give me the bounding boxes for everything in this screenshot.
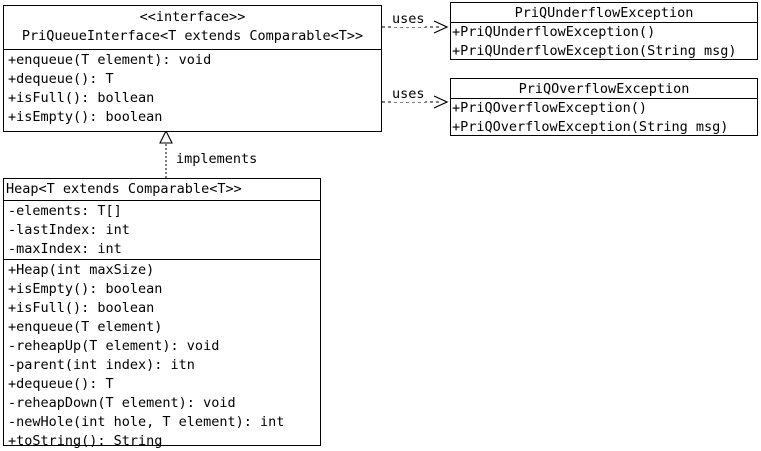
edge-label-uses-overflow: uses (392, 86, 425, 102)
class-box-priqoverflowexception[interactable]: PriQOverflowException +PriQOverflowExcep… (450, 78, 758, 136)
operation-row: +PriQOverflowException(String msg) (452, 119, 729, 135)
edge-label-implements: implements (176, 151, 258, 167)
class-box-priqunderflowexception[interactable]: PriQUnderflowException +PriQUnderflowExc… (450, 2, 758, 60)
operation-row: +enqueue(T element) (8, 319, 163, 335)
operation-row: +dequeue(): T (8, 376, 114, 392)
class-name: PriQOverflowException (518, 81, 690, 97)
class-attributes-heap: -elements: T[] -lastIndex: int -maxIndex… (4, 201, 320, 259)
operation-row: +PriQUnderflowException() (452, 24, 656, 40)
operation-row: +toString(): String (8, 433, 163, 449)
class-operations-priqueueinterface: +enqueue(T element): void +dequeue(): T … (4, 50, 381, 131)
attribute-row: -lastIndex: int (8, 222, 130, 238)
class-name: PriQUnderflowException (514, 5, 694, 21)
attribute-row: -maxIndex: int (8, 241, 122, 257)
operation-row: +Heap(int maxSize) (8, 262, 155, 278)
operation-row: +dequeue(): T (8, 71, 114, 87)
class-operations-priqunderflowexception: +PriQUnderflowException() +PriQUnderflow… (451, 23, 757, 60)
class-operations-heap: +Heap(int maxSize) +isEmpty(): boolean +… (4, 259, 320, 449)
class-header-priqoverflowexception: PriQOverflowException (451, 79, 757, 99)
operation-row: +isEmpty(): boolean (8, 109, 163, 125)
operation-row: +PriQUnderflowException(String msg) (452, 43, 737, 59)
operation-row: +PriQOverflowException() (452, 100, 648, 116)
class-name: PriQueueInterface<T extends Comparable<T… (21, 28, 364, 44)
class-operations-priqoverflowexception: +PriQOverflowException() +PriQOverflowEx… (451, 99, 757, 136)
operation-row: +isEmpty(): boolean (8, 281, 163, 297)
attribute-row: -elements: T[] (8, 203, 122, 219)
operation-row: -parent(int index): itn (8, 357, 195, 373)
operation-row: -newHole(int hole, T element): int (8, 414, 285, 430)
operation-row: -reheapDown(T element): void (8, 395, 236, 411)
operation-row: -reheapUp(T element): void (8, 338, 220, 354)
edge-label-uses-underflow: uses (392, 11, 425, 27)
class-header-priqueueinterface: <<interface>> PriQueueInterface<T extend… (4, 6, 381, 50)
class-header-priqunderflowexception: PriQUnderflowException (451, 3, 757, 23)
operation-row: +enqueue(T element): void (8, 52, 212, 68)
class-name: Heap<T extends Comparable<T>> (6, 181, 242, 197)
edge-implements (159, 129, 173, 178)
operation-row: +isFull(): boolean (8, 300, 155, 316)
class-box-heap[interactable]: Heap<T extends Comparable<T>> -elements:… (3, 178, 321, 449)
operation-row: +isFull(): bollean (8, 90, 155, 106)
class-header-heap: Heap<T extends Comparable<T>> (4, 179, 320, 201)
class-stereotype: <<interface>> (139, 9, 246, 25)
class-box-priqueueinterface[interactable]: <<interface>> PriQueueInterface<T extend… (3, 5, 382, 132)
